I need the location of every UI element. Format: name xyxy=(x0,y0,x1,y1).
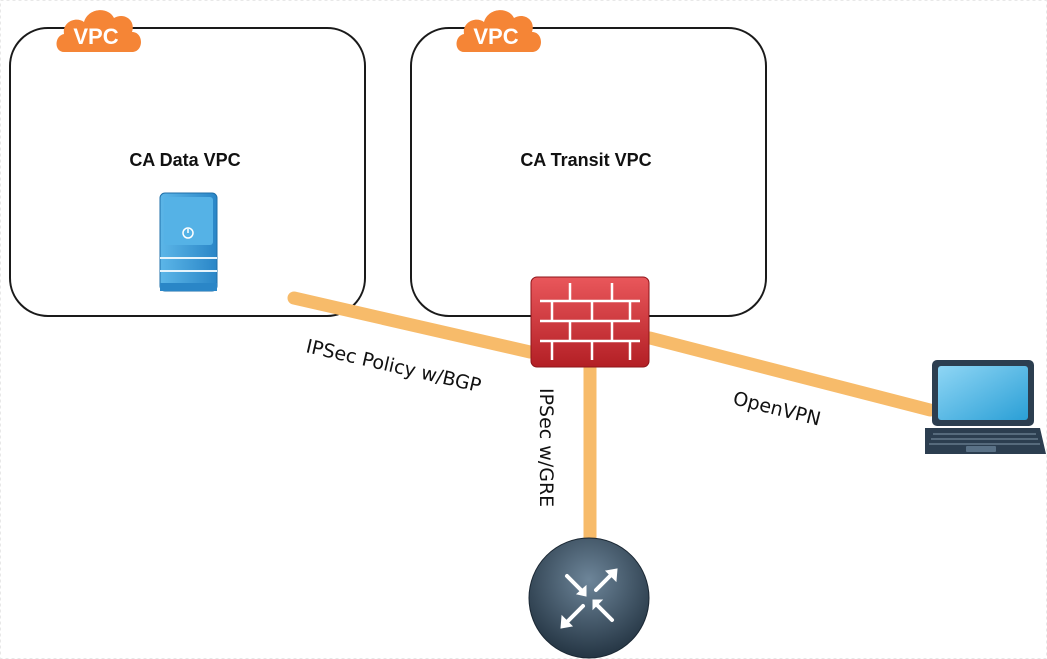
vpc-title: CA Transit VPC xyxy=(520,150,651,170)
vpc-badge-label: VPC xyxy=(73,24,118,49)
link-label-ipsec-bgp: IPSec Policy w/BGP xyxy=(304,335,483,397)
vpc-badge-label: VPC xyxy=(473,24,518,49)
firewall-icon xyxy=(530,276,650,368)
server-icon xyxy=(159,192,218,292)
vpc-badge-transit: VPC xyxy=(456,10,541,52)
link-ipsec-bgp xyxy=(287,291,537,359)
cloud-icon xyxy=(456,10,541,52)
router-icon xyxy=(528,537,650,659)
vpc-badge-data: VPC xyxy=(56,10,141,52)
laptop-icon xyxy=(925,360,1046,454)
vpc-container-transit: CA Transit VPC xyxy=(410,27,767,317)
link-openvpn xyxy=(643,331,937,417)
link-label-openvpn: OpenVPN xyxy=(731,388,823,431)
cloud-icon xyxy=(56,10,141,52)
vpc-title: CA Data VPC xyxy=(129,150,240,170)
vpc-container-data: CA Data VPC xyxy=(9,27,366,317)
link-label-ipsec-gre: IPSec w/GRE xyxy=(535,388,557,507)
vpc-boundary xyxy=(9,27,366,317)
vpc-boundary xyxy=(410,27,767,317)
